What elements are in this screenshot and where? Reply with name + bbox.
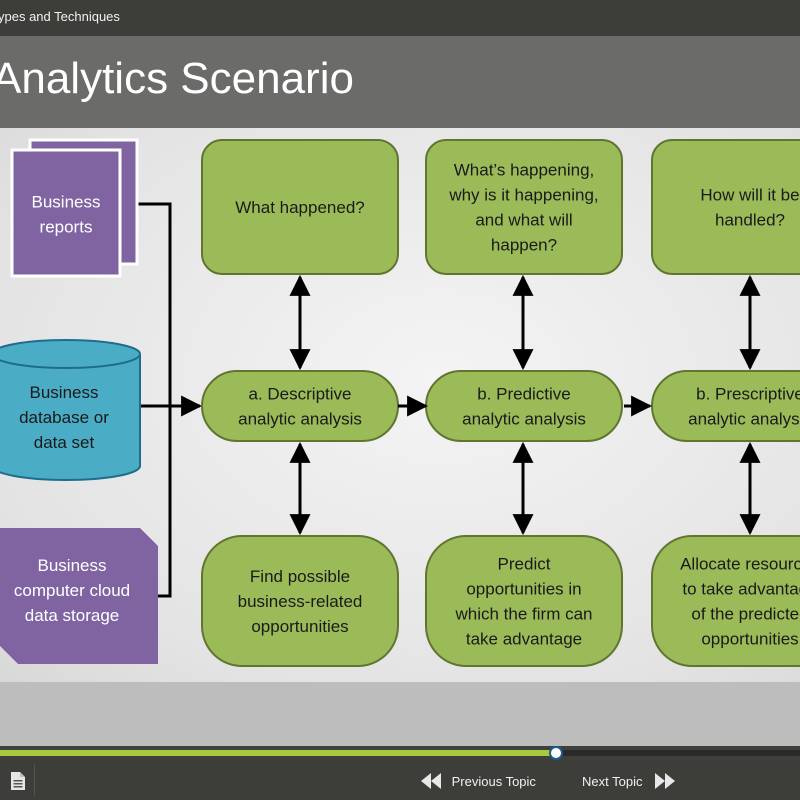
text-line: Business	[32, 193, 101, 212]
text-line: to take advantage	[682, 580, 800, 599]
text-line: opportunities	[701, 630, 798, 649]
text-line: analytic analysis	[462, 410, 586, 429]
analysis-pill-shape	[651, 370, 800, 442]
progress-track[interactable]	[0, 746, 800, 760]
text-line: analytic analysis	[688, 410, 800, 429]
text-line: analytic analysis	[238, 410, 362, 429]
progress-bar[interactable]	[0, 746, 800, 760]
text-line: b. Predictive	[477, 385, 571, 404]
text-line: business-related	[238, 592, 363, 611]
outcome-box: Predict opportunities in which the firm ca…	[425, 535, 623, 667]
slide-canvas: Business reports Business database or data …	[0, 128, 800, 682]
source-label: Business computer cloud data storage	[14, 556, 130, 625]
document-icon	[11, 772, 25, 790]
analysis-pill-text: b. Predictive analytic analysis	[462, 385, 586, 429]
source-connector	[136, 202, 203, 598]
text-line: take advantage	[466, 630, 582, 649]
text-line: What’s happening,	[454, 161, 595, 180]
outcome-box-shape	[425, 535, 623, 667]
slide-footer	[0, 682, 800, 746]
text-line: b. Prescriptive	[696, 385, 800, 404]
outcome-box-shape	[201, 535, 399, 667]
text-line: reports	[40, 218, 93, 237]
top-bar: ypes and Techniques	[0, 0, 800, 36]
slide-title: Analytics Scenario	[0, 54, 354, 103]
text-line: happen?	[491, 236, 557, 255]
question-box-shape	[651, 139, 800, 275]
text-line: Business	[38, 556, 107, 575]
text-line: data set	[34, 433, 95, 452]
text-line: database or	[19, 408, 109, 427]
analysis-columns: What happened? a. Descriptive analytic ana…	[201, 139, 800, 667]
next-topic-label: Next Topic	[582, 773, 643, 789]
text-line: handled?	[715, 211, 785, 230]
analysis-pill: b. Prescriptive analytic analysis	[651, 370, 800, 442]
outcome-box: Allocate resources to take advantage of th…	[651, 535, 800, 667]
source-label: Business database or data set	[19, 383, 109, 452]
question-box: What happened?	[201, 139, 399, 275]
text-line: Find possible	[250, 567, 350, 586]
previous-topic-label: Previous Topic	[451, 773, 536, 789]
course-title: ypes and Techniques	[0, 9, 120, 24]
text-line: computer cloud	[14, 581, 130, 600]
outcome-box-text: Predict opportunities in which the firm ca…	[455, 555, 593, 649]
text-line: a. Descriptive	[249, 385, 352, 404]
rewind-icon	[421, 773, 441, 789]
analysis-pill-text: b. Prescriptive analytic analysis	[688, 385, 800, 429]
analytics-diagram: Business reports Business database or data …	[0, 138, 800, 667]
outcome-box: Find possible business-related opportuniti…	[201, 535, 399, 667]
outcome-box-shape	[651, 535, 800, 667]
source-business-reports: Business reports	[10, 138, 139, 278]
progress-handle[interactable]	[549, 746, 563, 760]
text-line: why is it happening,	[448, 186, 598, 205]
source-label: Business reports	[32, 193, 101, 237]
question-box-shape	[201, 139, 399, 275]
text-line: opportunities	[251, 617, 348, 636]
analysis-pill-shape	[425, 370, 623, 442]
outcome-box-text: Allocate resources to take advantage of th…	[680, 555, 800, 649]
text-line: of the predicted	[691, 605, 800, 624]
text-line: and what will	[475, 211, 572, 230]
text-line: opportunities in	[466, 580, 581, 599]
analysis-pill-text: a. Descriptive analytic analysis	[238, 385, 362, 429]
analysis-pill: b. Predictive analytic analysis	[425, 370, 623, 442]
text-line: data storage	[25, 606, 120, 625]
text-line: Predict	[498, 555, 551, 574]
question-box-text: How will it be handled?	[700, 186, 799, 230]
progress-fill	[0, 750, 556, 756]
next-topic-button[interactable]: Next Topic	[582, 772, 676, 790]
question-box: How will it be handled?	[651, 139, 800, 275]
menu-button[interactable]	[0, 764, 35, 796]
analysis-pill-shape	[201, 370, 399, 442]
text-line: Business	[30, 383, 99, 402]
source-cloud-storage: Business computer cloud data storage	[0, 528, 158, 664]
text-line: which the firm can	[455, 605, 593, 624]
text-line: What happened?	[235, 198, 365, 217]
text-line: How will it be	[700, 186, 799, 205]
slide: Analytics Scenario Business reports	[0, 36, 800, 746]
analysis-pill: a. Descriptive analytic analysis	[201, 370, 399, 442]
text-line: Allocate resources	[680, 555, 800, 574]
question-box-text: What’s happening, why is it happening, and…	[448, 161, 598, 255]
previous-topic-button[interactable]: Previous Topic	[420, 772, 536, 790]
question-box-shape	[425, 139, 623, 275]
player-controls: Previous Topic Next Topic	[0, 760, 800, 800]
outcome-box-text: Find possible business-related opportuniti…	[238, 567, 363, 636]
fast-forward-icon	[655, 773, 676, 789]
question-box: What’s happening, why is it happening, and…	[425, 139, 623, 275]
source-business-database: Business database or data set	[0, 339, 141, 481]
question-box-text: What happened?	[235, 198, 365, 217]
